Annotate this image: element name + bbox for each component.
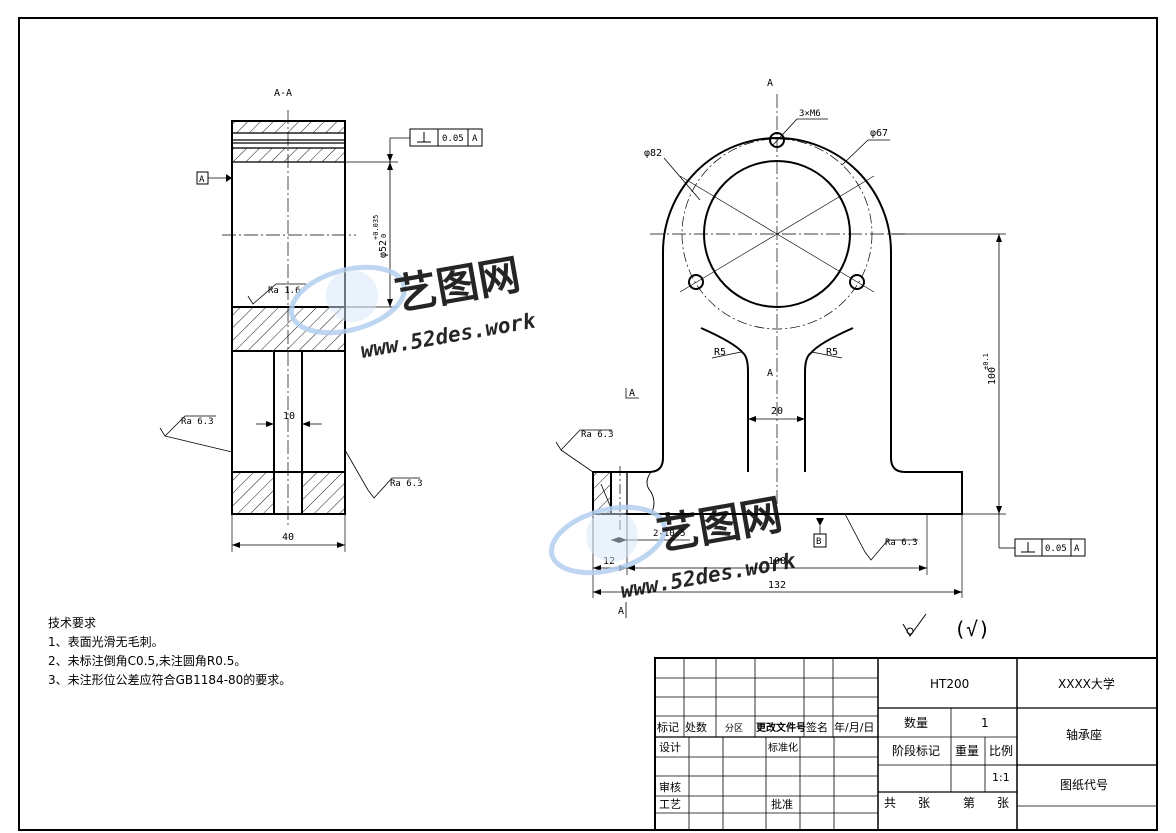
- dia52-tol-lower: 0: [380, 234, 388, 238]
- cut-a-mid: A: [767, 368, 773, 379]
- dia52-text: φ52: [378, 240, 389, 258]
- tb-drawing-code: 图纸代号: [1060, 778, 1108, 792]
- height-text: 100: [987, 367, 998, 385]
- front-view: A A A A 3×M6 φ67 φ82 R5 R5 20 100 ±0.1: [555, 78, 1086, 618]
- height-tol: ±0.1: [982, 353, 990, 370]
- dim20-text: 20: [771, 406, 783, 417]
- tb-review: 审核: [659, 780, 681, 794]
- dim40-text: 40: [282, 532, 294, 543]
- tb-header-date: 年/月/日: [834, 720, 874, 734]
- tb-sheet-no-label: 第: [963, 796, 975, 810]
- sheet-border: [18, 17, 1158, 831]
- dim108-text: 108: [768, 556, 786, 567]
- tb-process: 工艺: [659, 798, 681, 811]
- dia52-tol-upper: +0.035: [372, 215, 380, 240]
- cut-a-top: A: [767, 78, 773, 89]
- title-block: 标记 处数 分区 更改文件号 签名 年/月/日 设计 标准化 审核 工艺 批准 …: [654, 657, 1158, 831]
- tb-weight-label: 重量: [955, 744, 979, 758]
- tb-stage-label: 阶段标记: [892, 743, 940, 758]
- tb-sheets-label: 张: [918, 796, 930, 810]
- perp-datum-left: A: [472, 134, 478, 144]
- requirement-item-3: 3、未注形位公差应符合GB1184-80的要求。: [48, 673, 292, 687]
- dim10-text: 10: [283, 411, 295, 422]
- r5-right-text: R5: [826, 347, 838, 358]
- tb-approve: 批准: [771, 797, 793, 811]
- r5-left-text: R5: [714, 347, 726, 358]
- tb-scale-label: 比例: [989, 744, 1013, 758]
- cut-a-left: A: [629, 388, 635, 399]
- general-roughness: (√): [902, 613, 990, 641]
- tb-header-doc: 更改文件号: [756, 721, 806, 734]
- watermark-brand-top: 艺图网: [391, 250, 524, 320]
- tb-school: XXXX大学: [1058, 676, 1115, 691]
- perp-tol-left: 0.05: [442, 134, 464, 144]
- tb-qty-label: 数量: [904, 715, 928, 730]
- dia67-text: φ67: [870, 128, 888, 139]
- dim132-text: 132: [768, 580, 786, 591]
- ra63-left-label: Ra 6.3: [181, 417, 214, 427]
- watermark-brand-bottom: 艺图网: [653, 490, 786, 560]
- technical-requirements: 技术要求 1、表面光滑无毛刺。 2、未标注倒角C0.5,未注圆角R0.5。 3、…: [48, 614, 291, 690]
- requirements-title: 技术要求: [48, 616, 97, 630]
- datum-a-label: A: [199, 175, 205, 185]
- tb-sheet-no-unit: 张: [997, 796, 1009, 810]
- tb-material: HT200: [930, 677, 969, 691]
- tb-design: 设计: [659, 741, 681, 754]
- perp-datum-right: A: [1074, 544, 1080, 554]
- tb-header-count: 处数: [685, 721, 707, 734]
- section-view: A-A A φ52 +0.035 0: [159, 88, 483, 552]
- dia82-text: φ82: [644, 148, 662, 159]
- requirement-item-1: 1、表面光滑无毛刺。: [48, 635, 164, 649]
- ra63-right-label: Ra 6.3: [390, 479, 423, 489]
- tb-header-mark: 标记: [657, 720, 679, 734]
- tb-total-label: 共: [884, 796, 896, 810]
- slot-text: 2-10.5: [653, 529, 686, 539]
- tb-scale-value: 1:1: [992, 771, 1010, 784]
- tb-header-zone: 分区: [725, 723, 743, 734]
- requirement-item-2: 2、未标注倒角C0.5,未注圆角R0.5。: [48, 654, 247, 668]
- tb-part-name: 轴承座: [1066, 727, 1102, 742]
- datum-b-label: B: [816, 537, 821, 547]
- cut-a-bottom: A: [618, 606, 624, 617]
- ra63-front-right: Ra 6.3: [885, 538, 918, 548]
- holes-callout: 3×M6: [799, 109, 821, 119]
- ra63-front-left: Ra 6.3: [581, 430, 614, 440]
- tb-standard: 标准化: [768, 741, 798, 754]
- section-title: A-A: [274, 88, 292, 99]
- ra16-label: Ra 1.6: [268, 286, 301, 296]
- watermark-bottom: 艺图网 www.52des.work: [548, 490, 799, 603]
- tb-qty-value: 1: [981, 716, 989, 730]
- roughness-note: (√): [954, 617, 990, 641]
- perp-tol-right: 0.05: [1045, 544, 1067, 554]
- tb-header-sign: 签名: [806, 720, 828, 734]
